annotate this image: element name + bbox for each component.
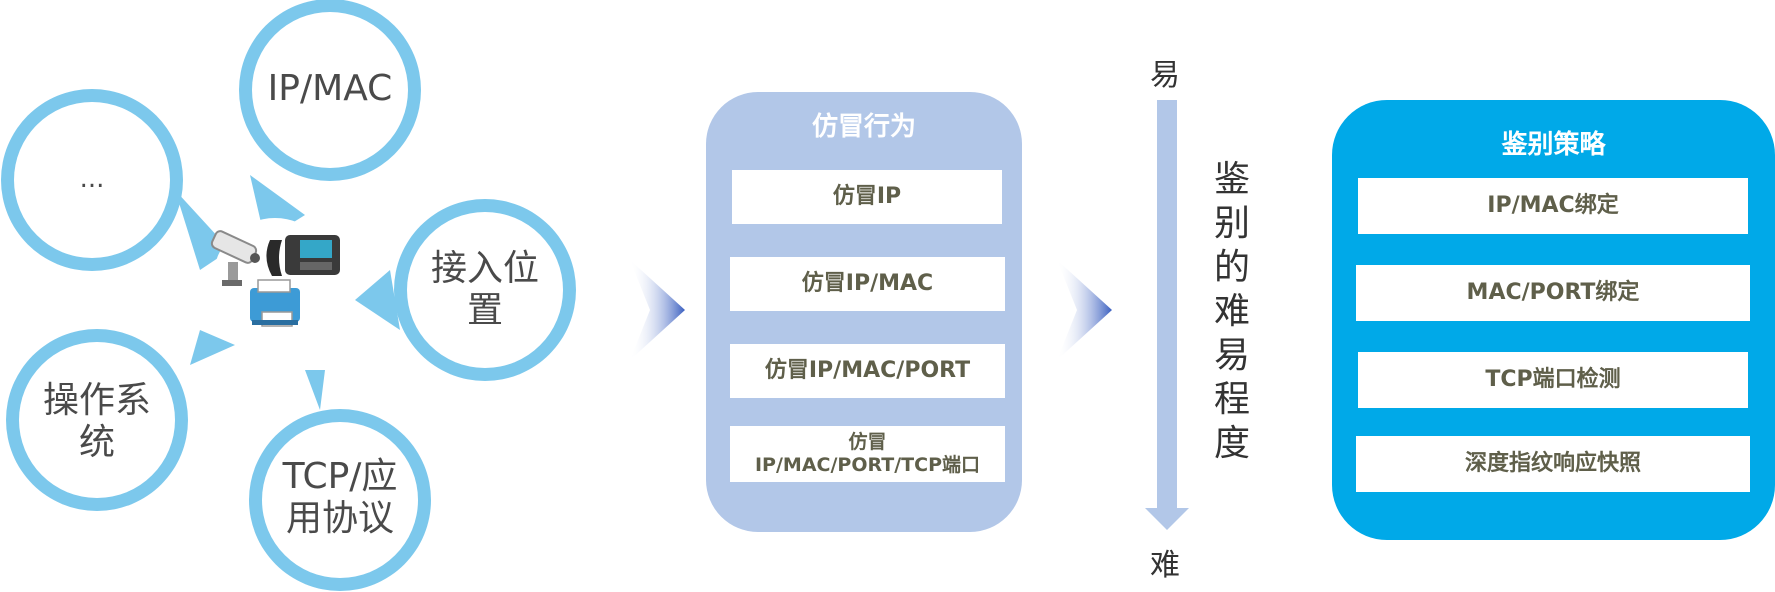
spoof-panel-title: 仿冒行为 [811, 112, 916, 142]
camera-icon [210, 230, 260, 286]
bubble-label-ip-mac: IP/MAC [267, 68, 393, 109]
arrow-down-icon [1145, 508, 1189, 530]
strategy-row: MAC/PORT绑定 [1356, 265, 1750, 321]
bubble-label-access-location: 接入位 置 [430, 248, 539, 331]
spoof-row: 仿冒 IP/MAC/PORT/TCP端口 [730, 426, 1005, 482]
bubble-label-ellipsis: ... [79, 164, 105, 194]
bubble-ellipsis [1, 89, 183, 271]
spoof-row: 仿冒IP [732, 170, 1002, 224]
bubble-label-tcp-protocol: TCP/应 用协议 [282, 456, 398, 539]
bubble-os [6, 329, 188, 511]
chevron-right-icon [630, 260, 685, 360]
strategy-row: IP/MAC绑定 [1358, 178, 1748, 234]
axis-top-label: 易 [1150, 58, 1180, 93]
chevron-right-icon [1057, 260, 1112, 360]
strategy-panel-title: 鉴别策略 [1501, 130, 1606, 160]
bubble-tcp-protocol [249, 409, 431, 591]
bubble-label-os: 操作系 统 [42, 380, 151, 463]
axis-vertical-label: 鉴别的难易程度 [1213, 159, 1250, 464]
phone-icon [266, 235, 340, 276]
difficulty-axis-line [1157, 100, 1177, 510]
bubble-access-location [394, 199, 576, 381]
axis-bottom-label: 难 [1150, 548, 1180, 583]
printer-icon [250, 279, 300, 327]
strategy-row: 深度指纹响应快照 [1356, 436, 1750, 492]
spoof-row: 仿冒IP/MAC [730, 257, 1005, 311]
spoof-row: 仿冒IP/MAC/PORT [730, 344, 1005, 398]
strategy-row: TCP端口检测 [1358, 352, 1748, 408]
bubble-ip-mac [239, 0, 421, 181]
